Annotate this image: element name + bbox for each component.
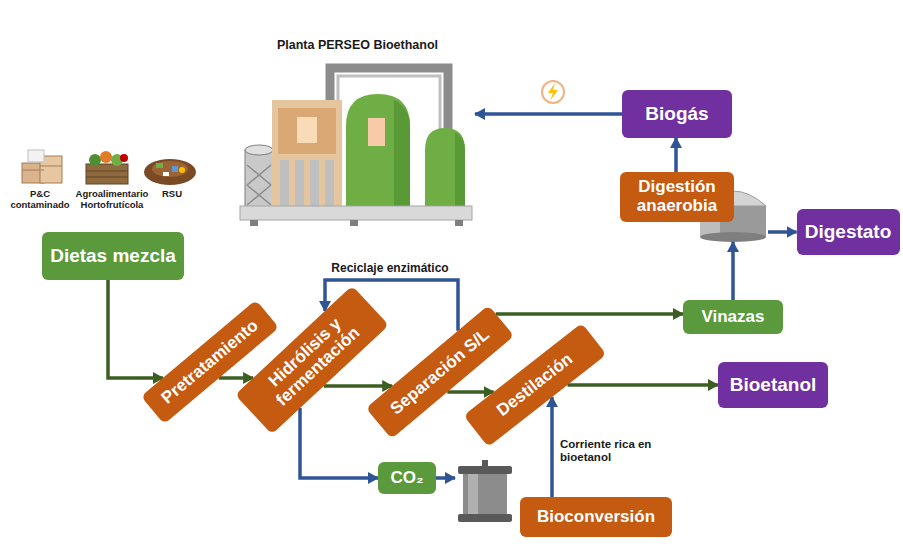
- node-label: Digestión anaerobia: [627, 178, 727, 215]
- node-label: Dietas mezcla: [50, 246, 176, 267]
- stream-box: Vinazas: [683, 300, 783, 334]
- product-box: Bioetanol: [718, 362, 828, 408]
- waste-icon: [144, 159, 196, 185]
- flow-arrow: [475, 112, 622, 116]
- flow-arrow: [447, 390, 493, 394]
- flow-arrow: [324, 384, 393, 388]
- product-box: Biogás: [622, 90, 732, 138]
- input-label: RSU: [152, 189, 192, 200]
- flow-arrow: [300, 408, 378, 478]
- node-label: Bioetanol: [730, 375, 817, 396]
- node-label: CO₂: [390, 469, 423, 488]
- plant-heading: Planta PERSEO Bioethanol: [240, 35, 475, 53]
- cardboard-icon: [22, 150, 62, 183]
- edge-label-text: Reciclaje enzimático: [331, 261, 448, 275]
- edge-label: Corriente rica en bioetanol: [560, 438, 672, 464]
- flow-arrow: [219, 376, 253, 380]
- plant-node: Planta PERSEO Bioethanol: [240, 35, 475, 228]
- process-box: Bioconversión: [520, 497, 672, 537]
- node-label: Biogás: [645, 104, 708, 125]
- process-box: Digestión anaerobia: [620, 172, 734, 222]
- flow-arrow: [496, 312, 683, 316]
- stream-box: CO₂: [378, 462, 436, 494]
- flow-arrow: [550, 397, 554, 497]
- flow-arrow: [674, 138, 678, 172]
- edge-label-text: Corriente rica en bioetanol: [560, 438, 651, 463]
- reactor-icon: [458, 460, 512, 522]
- node-label: Destilación: [494, 350, 577, 421]
- stream-box: Dietas mezcla: [42, 232, 184, 280]
- flow-arrow: [108, 280, 163, 378]
- node-label: Bioconversión: [537, 508, 655, 527]
- flow-arrow: [731, 242, 735, 300]
- plant-title: Planta PERSEO Bioethanol: [277, 38, 438, 52]
- process-node: Bioconversión: [455, 497, 672, 537]
- input-label: Agroalimentario Hortofrutícola: [68, 189, 156, 211]
- energy-icon: [542, 81, 564, 103]
- product-box: Digestato: [797, 209, 900, 255]
- flow-arrow: [568, 383, 719, 387]
- produce-icon: [86, 151, 128, 184]
- node-label: Vinazas: [701, 308, 764, 327]
- process-node: Digestión anaerobia: [620, 172, 768, 242]
- flow-arrow: [768, 230, 797, 234]
- edge-label: Reciclaje enzimático: [320, 262, 460, 276]
- node-label: Digestato: [805, 222, 892, 243]
- flow-arrow: [436, 476, 455, 480]
- plant-illustration: [240, 68, 472, 226]
- input-label: P&C contaminado: [5, 189, 75, 211]
